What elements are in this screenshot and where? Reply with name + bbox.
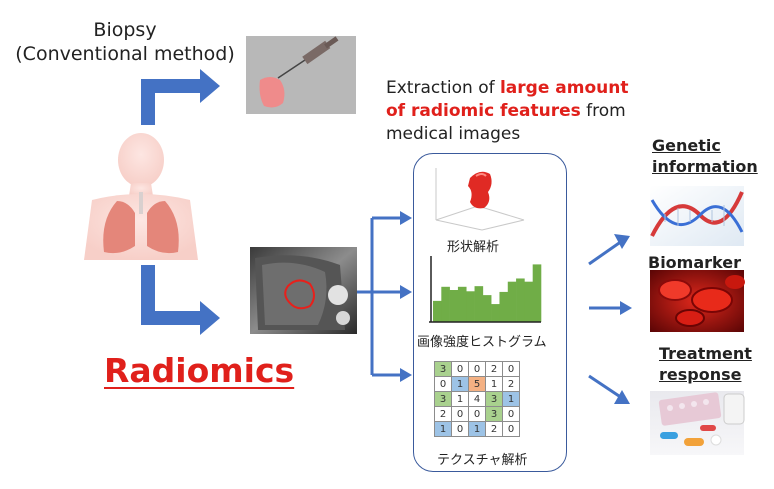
histogram-bar bbox=[524, 281, 533, 322]
biopsy-label: Biopsy (Conventional method) bbox=[0, 18, 250, 66]
matrix-cell: 1 bbox=[485, 376, 503, 392]
matrix-cell: 3 bbox=[485, 391, 503, 407]
radiomics-title: Radiomics bbox=[104, 351, 295, 390]
histogram-bar bbox=[449, 290, 459, 322]
genetic-line1: Genetic bbox=[652, 136, 721, 155]
dna-helix-icon bbox=[650, 186, 744, 246]
matrix-cell: 0 bbox=[502, 421, 520, 437]
matrix-cell: 2 bbox=[485, 421, 503, 437]
histogram-bar bbox=[516, 278, 525, 322]
extraction-suffix: from bbox=[580, 101, 626, 121]
extraction-description: Extraction of large amount of radiomic f… bbox=[386, 77, 646, 146]
matrix-cell: 0 bbox=[451, 361, 469, 377]
matrix-cell: 1 bbox=[468, 421, 486, 437]
syringe-tissue-icon bbox=[246, 36, 356, 114]
red-blood-cells-icon bbox=[650, 270, 745, 332]
biopsy-label-line2: (Conventional method) bbox=[15, 43, 235, 65]
matrix-cell: 0 bbox=[468, 406, 486, 422]
ct-scan-icon bbox=[250, 247, 357, 334]
intensity-histogram bbox=[429, 256, 542, 323]
histogram-bar bbox=[507, 281, 517, 322]
matrix-cell: 3 bbox=[434, 391, 452, 407]
matrix-cell: 1 bbox=[451, 376, 469, 392]
matrix-cell: 1 bbox=[451, 391, 469, 407]
matrix-cell: 2 bbox=[485, 361, 503, 377]
person-lungs-icon bbox=[84, 133, 198, 260]
matrix-cell: 2 bbox=[434, 406, 452, 422]
biomarker-label: Biomarker bbox=[648, 253, 741, 272]
tumor-3d-icon bbox=[435, 168, 525, 231]
histogram-bar bbox=[441, 286, 450, 322]
pills-icon bbox=[650, 391, 745, 455]
treatment-line1: Treatment bbox=[659, 344, 752, 363]
matrix-cell: 0 bbox=[502, 361, 520, 377]
histogram-bar bbox=[532, 264, 542, 322]
extraction-highlight-2: of radiomic features bbox=[386, 101, 581, 121]
matrix-cell: 1 bbox=[502, 391, 520, 407]
texture-label: テクスチャ解析 bbox=[437, 453, 528, 468]
matrix-cell: 0 bbox=[451, 406, 469, 422]
matrix-cell: 2 bbox=[502, 376, 520, 392]
matrix-cell: 0 bbox=[434, 376, 452, 392]
genetic-information-label: Genetic information bbox=[652, 135, 758, 177]
arrows-to-features bbox=[357, 216, 402, 377]
matrix-cell: 4 bbox=[468, 391, 486, 407]
matrix-cell: 0 bbox=[502, 406, 520, 422]
histogram-bar bbox=[433, 300, 442, 322]
histogram-bar bbox=[466, 291, 475, 322]
matrix-cell: 3 bbox=[434, 361, 452, 377]
biopsy-label-line1: Biopsy bbox=[93, 19, 157, 41]
histogram-bar bbox=[482, 295, 492, 322]
matrix-cell: 0 bbox=[451, 421, 469, 437]
extraction-prefix: Extraction of bbox=[386, 78, 500, 98]
arrow-to-ct bbox=[141, 265, 220, 335]
matrix-cell: 1 bbox=[434, 421, 452, 437]
histogram-bar bbox=[457, 286, 467, 322]
histogram-bar bbox=[474, 286, 484, 322]
histogram-bar bbox=[499, 291, 509, 322]
histogram-bar bbox=[491, 304, 500, 322]
treatment-response-label: Treatment response bbox=[659, 343, 752, 385]
extraction-highlight-1: large amount bbox=[499, 78, 629, 98]
treatment-line2: response bbox=[659, 365, 742, 384]
extraction-line-3: medical images bbox=[386, 124, 521, 144]
matrix-cell: 5 bbox=[468, 376, 486, 392]
matrix-cell: 0 bbox=[468, 361, 486, 377]
shape-analysis-label: 形状解析 bbox=[447, 240, 500, 255]
histogram-label: 画像強度ヒストグラム bbox=[417, 335, 547, 350]
matrix-cell: 3 bbox=[485, 406, 503, 422]
arrows-to-outputs bbox=[588, 239, 623, 400]
arrow-to-biopsy bbox=[141, 69, 220, 125]
genetic-line2: information bbox=[652, 157, 758, 176]
